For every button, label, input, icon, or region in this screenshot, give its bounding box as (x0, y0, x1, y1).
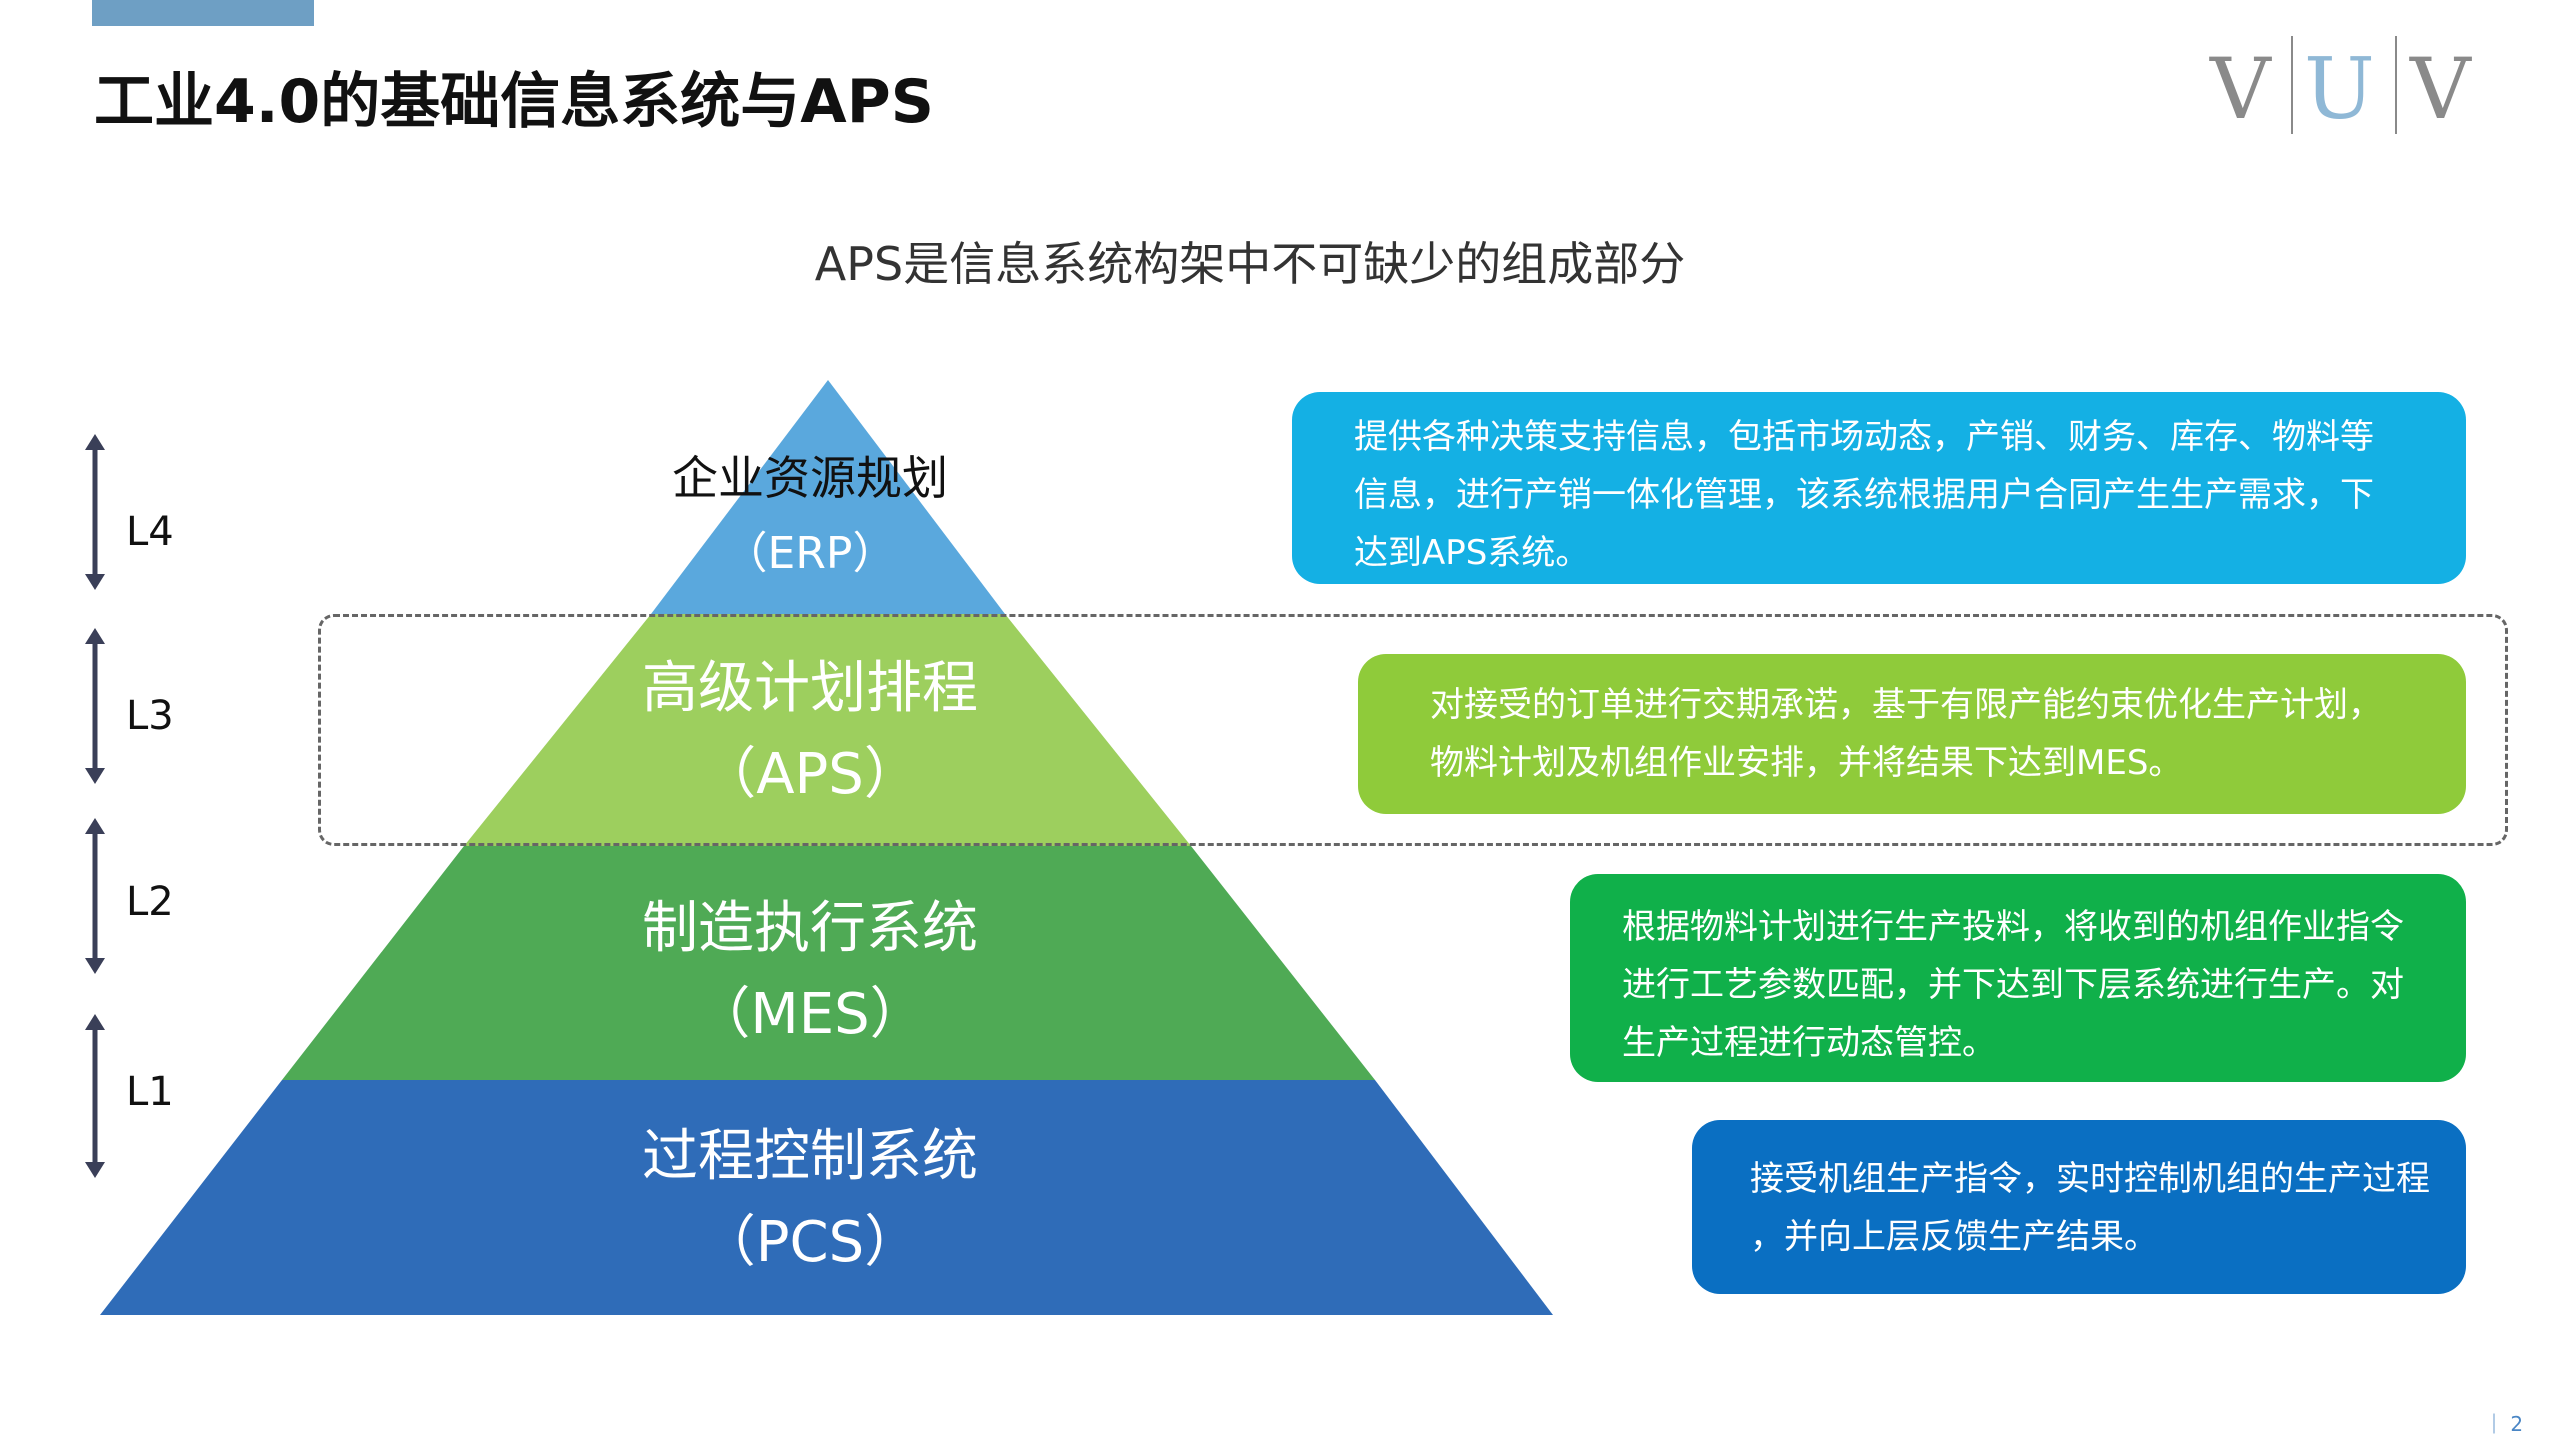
tier-name: 过程控制系统 (642, 1124, 978, 1189)
pyramid-tier-aps (464, 614, 1191, 846)
page-title: 工业4.0的基础信息系统与APS (94, 67, 934, 137)
description-line: 信息，进行产销一体化管理，该系统根据用户合同产生生产需求，下 (1354, 475, 2374, 515)
logo-letter: V (2409, 40, 2472, 136)
description-line: ，并向上层反馈生产结果。 (1750, 1217, 2158, 1257)
description-line: 接受机组生产指令，实时控制机组的生产过程 (1750, 1159, 2430, 1199)
tier-abbr: （APS） (700, 742, 920, 807)
tier-name: 高级计划排程 (642, 656, 978, 721)
level-label: L3 (126, 693, 174, 739)
description-line: 进行工艺参数匹配，并下达到下层系统进行生产。对 (1622, 965, 2404, 1005)
aps-highlight-frame (318, 614, 2508, 846)
pyramid-tier-pcs (100, 1080, 1553, 1315)
accent-bar (92, 0, 314, 26)
description-line: 提供各种决策支持信息，包括市场动态，产销、财务、库存、物料等 (1354, 417, 2374, 457)
page-number: ｜ 2 (2484, 1412, 2524, 1436)
level-l1: L1 (70, 1012, 190, 1180)
level-label: L4 (126, 509, 174, 555)
logo-letter: U (2304, 40, 2375, 136)
description-line: 物料计划及机组作业安排，并将结果下达到MES。 (1430, 743, 2183, 783)
tier-name: 企业资源规划 (672, 451, 948, 505)
level-l3: L3 (70, 626, 190, 786)
double-arrow-icon (85, 434, 105, 590)
pyramid-tier-mes (282, 846, 1375, 1080)
tier-label-mes: 制造执行系统 （MES） (560, 886, 1060, 1058)
description-erp: 提供各种决策支持信息，包括市场动态，产销、财务、库存、物料等 信息，进行产销一体… (1292, 392, 2466, 584)
description-line: 达到APS系统。 (1354, 533, 1590, 573)
level-label: L1 (126, 1069, 174, 1115)
company-logo: V U V (2180, 36, 2540, 136)
double-arrow-icon (85, 818, 105, 974)
pyramid-diagram (100, 380, 1553, 1315)
description-pcs: 接受机组生产指令，实时控制机组的生产过程 ，并向上层反馈生产结果。 (1692, 1120, 2466, 1294)
description-mes: 根据物料计划进行生产投料，将收到的机组作业指令 进行工艺参数匹配，并下达到下层系… (1570, 874, 2466, 1082)
tier-label-aps: 高级计划排程 （APS） (560, 646, 1060, 818)
double-arrow-icon (85, 628, 105, 784)
level-l4: L4 (70, 432, 190, 592)
tier-label-pcs: 过程控制系统 （PCS） (560, 1114, 1060, 1286)
pyramid-tier-erp (651, 380, 1005, 614)
tier-abbr: （ERP） (723, 528, 897, 579)
tier-label-erp: 企业资源规划 （ERP） (600, 440, 1020, 592)
description-line: 对接受的订单进行交期承诺，基于有限产能约束优化生产计划， (1430, 685, 2382, 725)
description-line: 根据物料计划进行生产投料，将收到的机组作业指令 (1622, 907, 2404, 947)
description-aps: 对接受的订单进行交期承诺，基于有限产能约束优化生产计划， 物料计划及机组作业安排… (1358, 654, 2466, 814)
description-line: 生产过程进行动态管控。 (1622, 1023, 1996, 1063)
tier-name: 制造执行系统 (642, 896, 978, 961)
level-l2: L2 (70, 816, 190, 976)
tier-abbr: （PCS） (699, 1210, 921, 1275)
logo-letter: V (2209, 40, 2272, 136)
double-arrow-icon (85, 1014, 105, 1178)
tier-abbr: （MES） (694, 982, 926, 1047)
slide-subtitle: APS是信息系统构架中不可缺少的组成部分 (814, 237, 1686, 291)
level-label: L2 (126, 879, 174, 925)
